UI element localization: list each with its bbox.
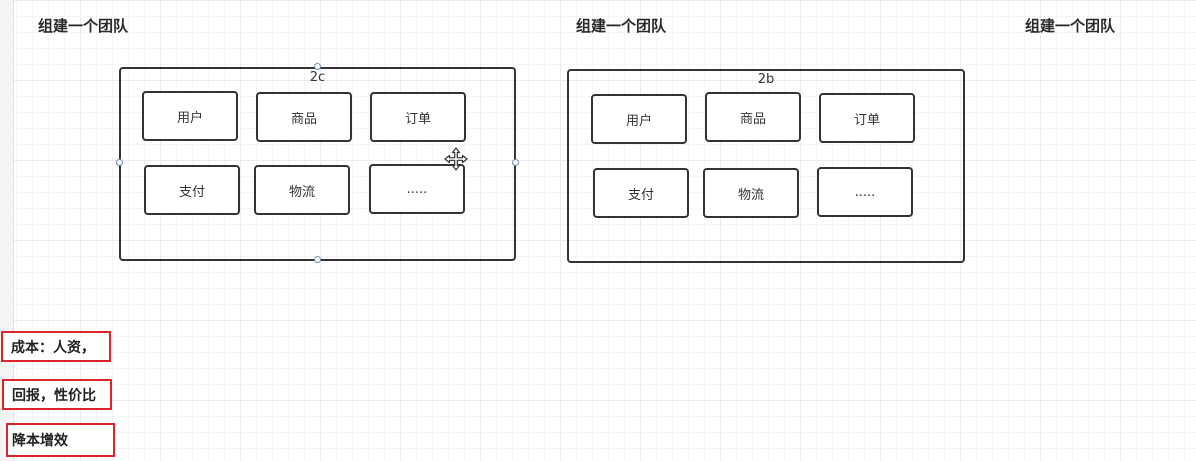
- module-order[interactable]: 订单: [370, 92, 466, 142]
- container-label-2c: 2c: [309, 70, 326, 85]
- module-product[interactable]: 商品: [705, 92, 801, 142]
- move-cursor-icon: [444, 147, 468, 171]
- resize-handle-bottom[interactable]: [314, 256, 321, 263]
- module-more[interactable]: .....: [817, 167, 913, 217]
- container-label-2b: 2b: [757, 72, 775, 87]
- module-user[interactable]: 用户: [142, 91, 238, 141]
- module-logistics[interactable]: 物流: [703, 168, 799, 218]
- module-more[interactable]: .....: [369, 164, 465, 214]
- container-2b[interactable]: 2b 用户 商品 订单 支付 物流 .....: [567, 69, 965, 263]
- team-heading-2[interactable]: 组建一个团队: [576, 17, 667, 35]
- container-2c[interactable]: 2c 用户 商品 订单 支付 物流 .....: [119, 67, 516, 261]
- module-user[interactable]: 用户: [591, 94, 687, 144]
- module-order[interactable]: 订单: [819, 93, 915, 143]
- note-cost[interactable]: 成本：人资，: [1, 331, 111, 362]
- module-payment[interactable]: 支付: [593, 168, 689, 218]
- note-return[interactable]: 回报，性价比: [2, 379, 112, 410]
- team-heading-3[interactable]: 组建一个团队: [1025, 17, 1116, 35]
- team-heading-1[interactable]: 组建一个团队: [38, 17, 129, 35]
- note-cost-reduction[interactable]: 降本增效: [6, 423, 115, 457]
- module-payment[interactable]: 支付: [144, 165, 240, 215]
- resize-handle-left[interactable]: [116, 159, 123, 166]
- resize-handle-right[interactable]: [512, 159, 519, 166]
- module-product[interactable]: 商品: [256, 92, 352, 142]
- module-logistics[interactable]: 物流: [254, 165, 350, 215]
- resize-handle-top[interactable]: [314, 63, 321, 70]
